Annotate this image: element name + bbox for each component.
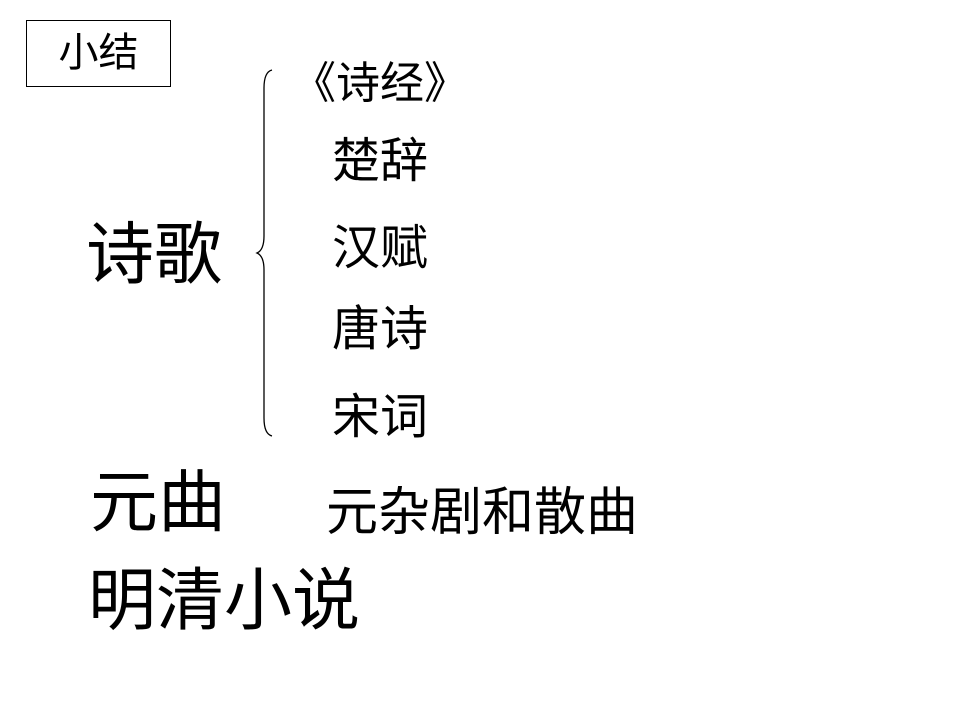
poetry-item-songci: 宋词 — [332, 389, 429, 445]
poetry-item-hanfu: 汉赋 — [332, 220, 429, 276]
poetry-heading: 诗歌 — [86, 216, 223, 295]
summary-box: 小结 — [26, 20, 171, 87]
poetry-item-chuci: 楚辞 — [332, 133, 429, 189]
novels-heading: 明清小说 — [88, 562, 361, 641]
poetry-item-tangshi: 唐诗 — [332, 301, 429, 357]
yuanqu-note: 元杂剧和散曲 — [326, 483, 639, 543]
curly-brace — [255, 69, 273, 437]
summary-label: 小结 — [58, 30, 139, 76]
yuanqu-heading: 元曲 — [90, 464, 227, 543]
poetry-item-shijing: 《诗经》 — [292, 58, 468, 109]
